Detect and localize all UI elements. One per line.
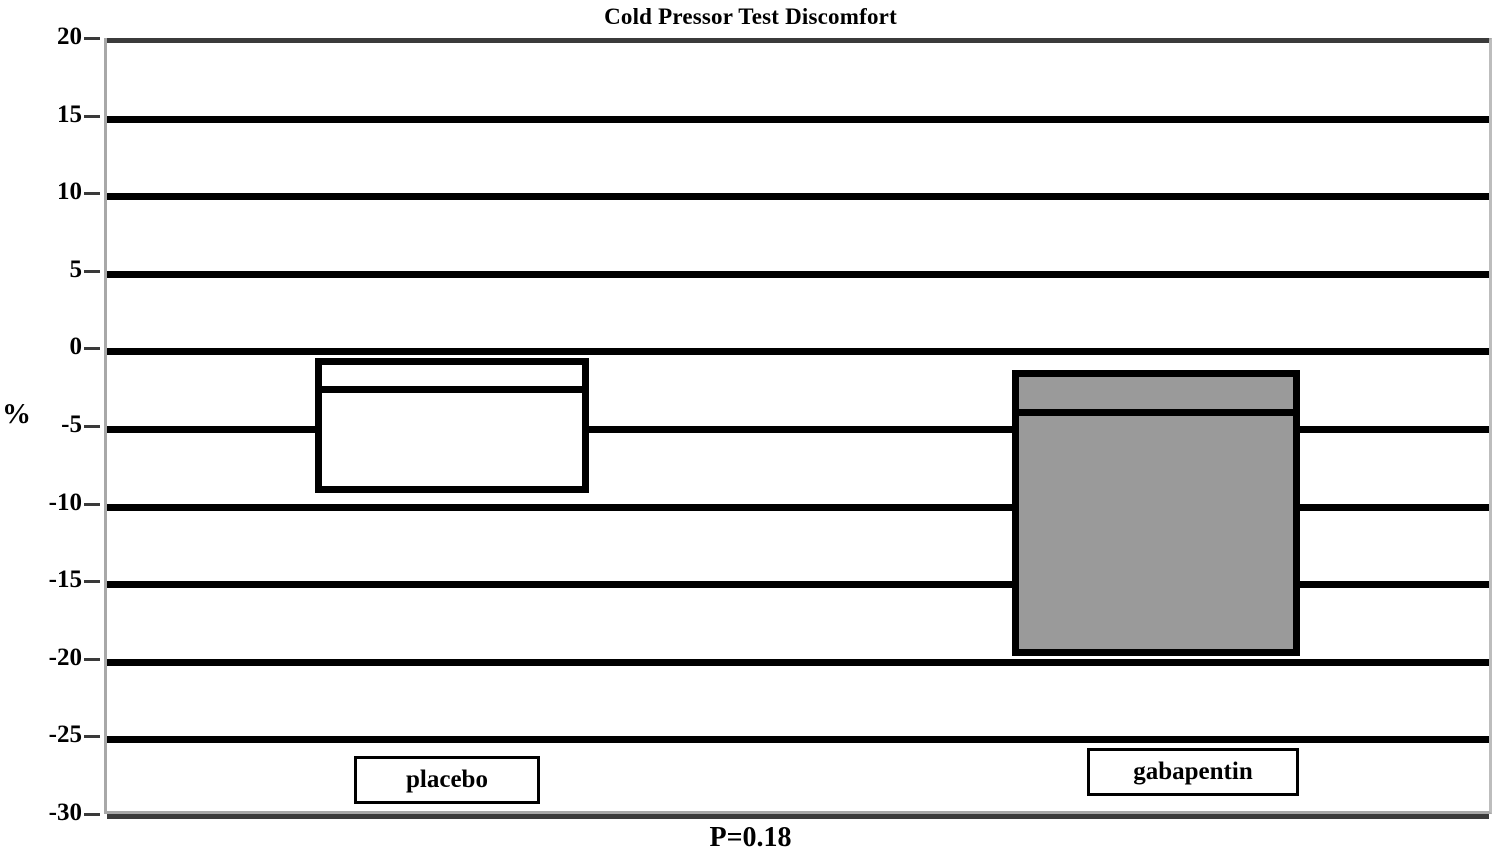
y-axis-tick-mark xyxy=(84,192,100,196)
bar-gabapentin xyxy=(1012,370,1300,657)
gridline xyxy=(107,426,1489,433)
y-axis-tick-mark xyxy=(84,657,100,661)
y-axis-tick-label: -10 xyxy=(48,488,82,516)
gridline xyxy=(107,270,1489,278)
chart-title: Cold Pressor Test Discomfort xyxy=(604,4,897,29)
category-label-placebo: placebo xyxy=(354,756,540,804)
gridline xyxy=(107,38,1489,43)
bar-error-marker-placebo xyxy=(322,385,582,393)
y-axis-tick-mark xyxy=(84,735,100,739)
y-axis-tick-mark xyxy=(84,269,100,273)
gridline xyxy=(107,581,1489,589)
gridline xyxy=(107,814,1489,819)
gridlines xyxy=(107,38,1489,819)
y-axis-tick-label: 10 xyxy=(57,178,82,206)
y-axis-tick-mark xyxy=(84,425,100,428)
gridline xyxy=(107,736,1489,744)
y-axis-tick-mark xyxy=(84,114,100,118)
y-axis-tick-label: -15 xyxy=(48,566,82,594)
gridline xyxy=(107,348,1489,356)
y-axis-tick-label: 5 xyxy=(69,255,83,283)
plot-area: placebo gabapentin xyxy=(104,38,1492,819)
gridline xyxy=(107,193,1489,201)
y-axis-tick-label: -20 xyxy=(48,643,82,671)
y-axis-tick-mark xyxy=(84,580,100,584)
y-axis-tick-label: 20 xyxy=(57,23,82,50)
gridline xyxy=(107,658,1489,666)
y-axis-tick-mark xyxy=(84,37,100,40)
y-axis-tick-mark xyxy=(84,813,100,816)
y-axis-tick-mark xyxy=(84,502,100,506)
gridline xyxy=(107,115,1489,123)
bar-error-marker-gabapentin xyxy=(1019,408,1293,416)
y-axis-tick-label: 15 xyxy=(57,100,82,128)
bar-placebo xyxy=(315,357,589,494)
y-axis-tick-label: -25 xyxy=(48,721,82,749)
gridline xyxy=(107,503,1489,511)
y-axis-tick-label: -30 xyxy=(48,799,82,826)
y-axis-tick-label: 0 xyxy=(69,333,83,361)
y-axis-tick-label: -5 xyxy=(61,411,82,438)
y-axis-tick-mark xyxy=(84,347,100,351)
p-value-annotation: P=0.18 xyxy=(709,822,792,853)
category-label-gabapentin: gabapentin xyxy=(1087,748,1299,796)
y-axis-title: % xyxy=(2,397,31,430)
